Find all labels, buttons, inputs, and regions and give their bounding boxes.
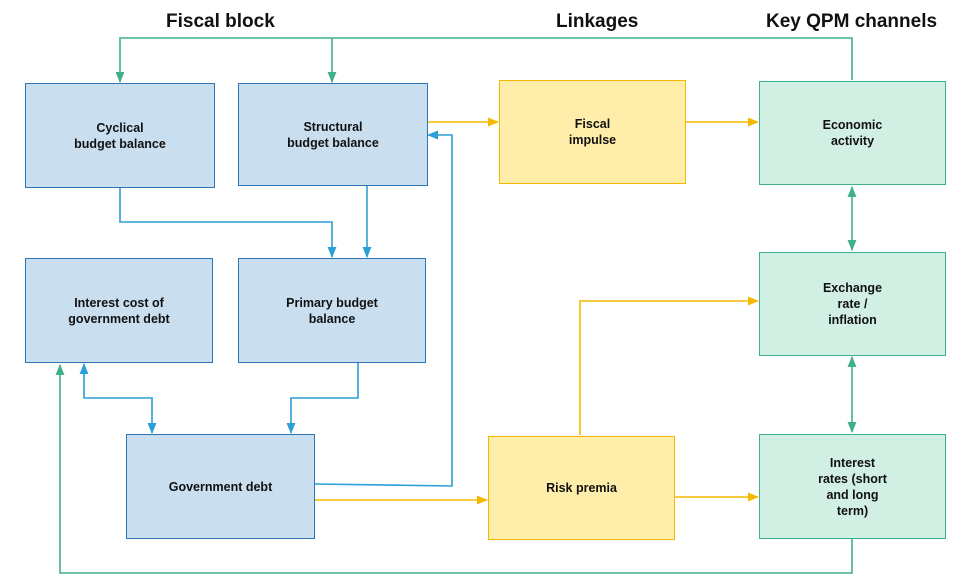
interest-cost-of-government-debt-box: Interest cost of government debt bbox=[25, 258, 213, 363]
arrow-interest-cost-debt-link bbox=[79, 362, 157, 435]
primary-budget-balance-box: Primary budget balance bbox=[238, 258, 426, 363]
fiscal-impulse-box: Fiscal impulse bbox=[499, 80, 686, 184]
structural-budget-balance-box: Structural budget balance bbox=[238, 83, 428, 186]
arrow-primary-to-debt bbox=[286, 363, 359, 435]
risk-premia-box: Risk premia bbox=[488, 436, 675, 540]
government-debt-box: Government debt bbox=[126, 434, 315, 539]
linkages-header: Linkages bbox=[556, 11, 639, 32]
key-qpm-channels-header: Key QPM channels bbox=[766, 11, 938, 32]
arrow-risk-premia-to-exchange bbox=[579, 296, 760, 435]
arrow-cyclical-to-primary bbox=[119, 188, 337, 259]
fiscal-block-header: Fiscal block bbox=[166, 11, 275, 32]
interest-rates-box: Interest rates (short and long term) bbox=[759, 434, 946, 539]
arrow-activity-feedback-to-fiscal bbox=[115, 37, 853, 84]
exchange-rate-inflation-box: Exchange rate / inflation bbox=[759, 252, 946, 356]
cyclical-budget-balance-box: Cyclical budget balance bbox=[25, 83, 215, 188]
economic-activity-box: Economic activity bbox=[759, 81, 946, 185]
